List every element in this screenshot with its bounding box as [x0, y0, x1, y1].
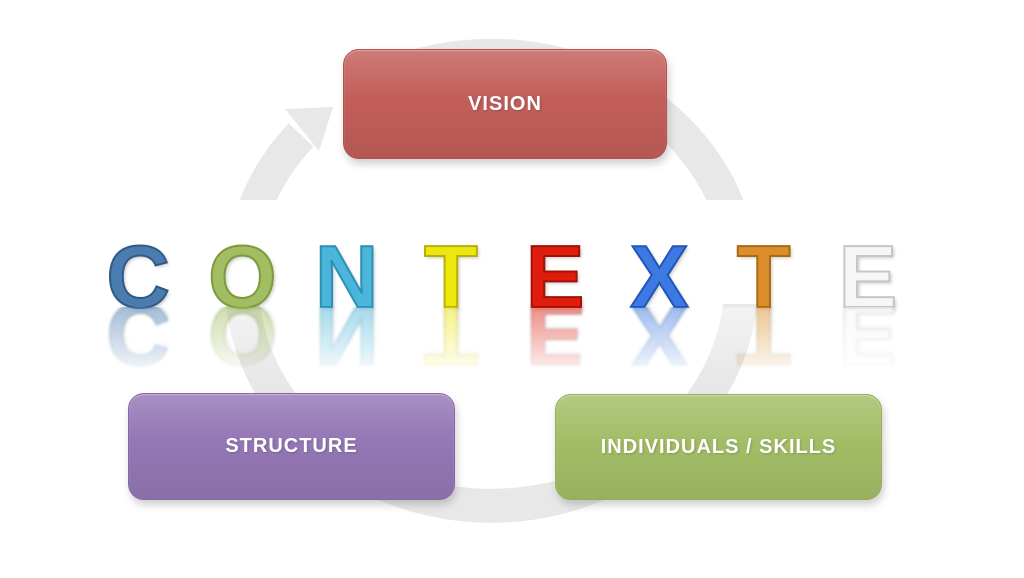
structure-box-label: STRUCTURE — [225, 435, 358, 457]
letter-cell: C — [86, 200, 190, 322]
cycle-arrow-head-icon — [285, 107, 333, 151]
structure-box: STRUCTURE — [128, 393, 455, 500]
letter-cell: E — [503, 200, 607, 322]
letter-cell: E — [816, 200, 920, 322]
letter-cell: T — [712, 200, 816, 322]
letter-cell: X — [607, 200, 711, 322]
vision-box-label: VISION — [468, 92, 542, 115]
context-letter-4: T — [423, 227, 479, 326]
vision-box: VISION — [343, 49, 667, 159]
context-letter-3: N — [314, 227, 380, 326]
letter-cell: O — [190, 200, 294, 322]
individuals-skills-box-label: INDIVIDUALS / SKILLS — [600, 435, 837, 458]
context-letter-1: C — [105, 227, 171, 326]
letter-cell: T — [399, 200, 503, 322]
context-letter-7: T — [736, 227, 792, 326]
context-letter-6: X — [629, 227, 690, 326]
letter-cell: N — [295, 200, 399, 322]
context-letter-2: O — [207, 227, 277, 326]
context-word: C O N T E X T E — [86, 200, 920, 322]
individuals-skills-box: INDIVIDUALS / SKILLS — [555, 394, 882, 500]
context-letter-5: E — [525, 227, 586, 326]
context-letter-8: E — [838, 227, 899, 326]
